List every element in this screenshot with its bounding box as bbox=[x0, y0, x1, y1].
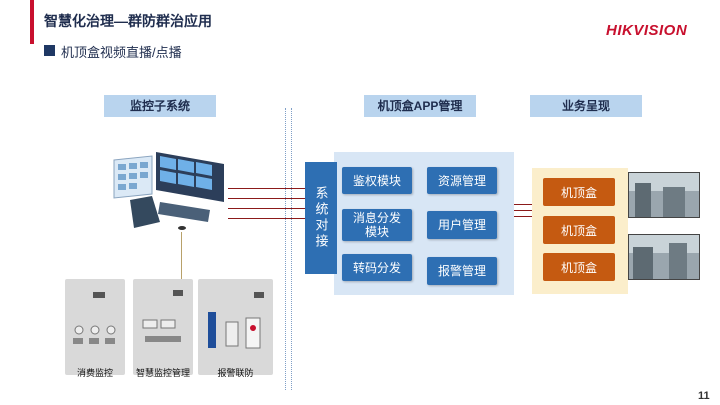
connection-line bbox=[514, 216, 532, 217]
divider-dotted bbox=[291, 108, 292, 390]
monitoring-center-illustration bbox=[113, 152, 224, 230]
subsystem-label: 消费监控 bbox=[76, 368, 113, 378]
set-top-box: 机顶盒 bbox=[543, 178, 615, 206]
alarm-management-module: 报警管理 bbox=[427, 257, 497, 285]
set-top-box: 机顶盒 bbox=[543, 216, 615, 244]
hikvision-logo: HIKVISION bbox=[606, 22, 688, 39]
connection-line bbox=[514, 210, 532, 211]
video-screen bbox=[628, 234, 700, 280]
connection-line bbox=[228, 218, 306, 219]
transcode-module: 转码分发 bbox=[342, 254, 412, 281]
auth-module: 鉴权模块 bbox=[342, 167, 412, 194]
subsystem-label: 智慧监控管理 bbox=[135, 368, 190, 378]
video-screen bbox=[628, 172, 700, 218]
system-link-box: 系统对接 bbox=[305, 162, 337, 274]
divider-dotted bbox=[285, 108, 286, 390]
connection-line bbox=[228, 198, 306, 199]
monitor-subsystem-header: 监控子系统 bbox=[104, 95, 216, 117]
page-number: 11 bbox=[698, 390, 710, 402]
connector-line bbox=[181, 232, 182, 282]
resource-management-module: 资源管理 bbox=[427, 167, 497, 194]
camera-device-icons bbox=[73, 292, 116, 344]
subsystem-label: 报警联防 bbox=[217, 368, 254, 378]
message-dispatch-module: 消息分发模块 bbox=[342, 209, 412, 241]
connection-line bbox=[228, 188, 306, 189]
connection-line bbox=[514, 204, 532, 205]
page-subtitle: 机顶盒视频直播/点播 bbox=[61, 45, 182, 60]
smart-camera-icons bbox=[142, 290, 183, 342]
business-presentation-header: 业务呈现 bbox=[530, 95, 642, 117]
connection-line bbox=[228, 208, 306, 209]
subtitle-marker bbox=[44, 45, 55, 56]
user-management-module: 用户管理 bbox=[427, 211, 497, 239]
app-management-header: 机顶盒APP管理 bbox=[364, 95, 476, 117]
title-accent-bar bbox=[30, 0, 34, 44]
set-top-box: 机顶盒 bbox=[543, 253, 615, 281]
alarm-device-icons bbox=[208, 292, 264, 349]
page-title: 智慧化治理—群防群治应用 bbox=[44, 13, 212, 29]
